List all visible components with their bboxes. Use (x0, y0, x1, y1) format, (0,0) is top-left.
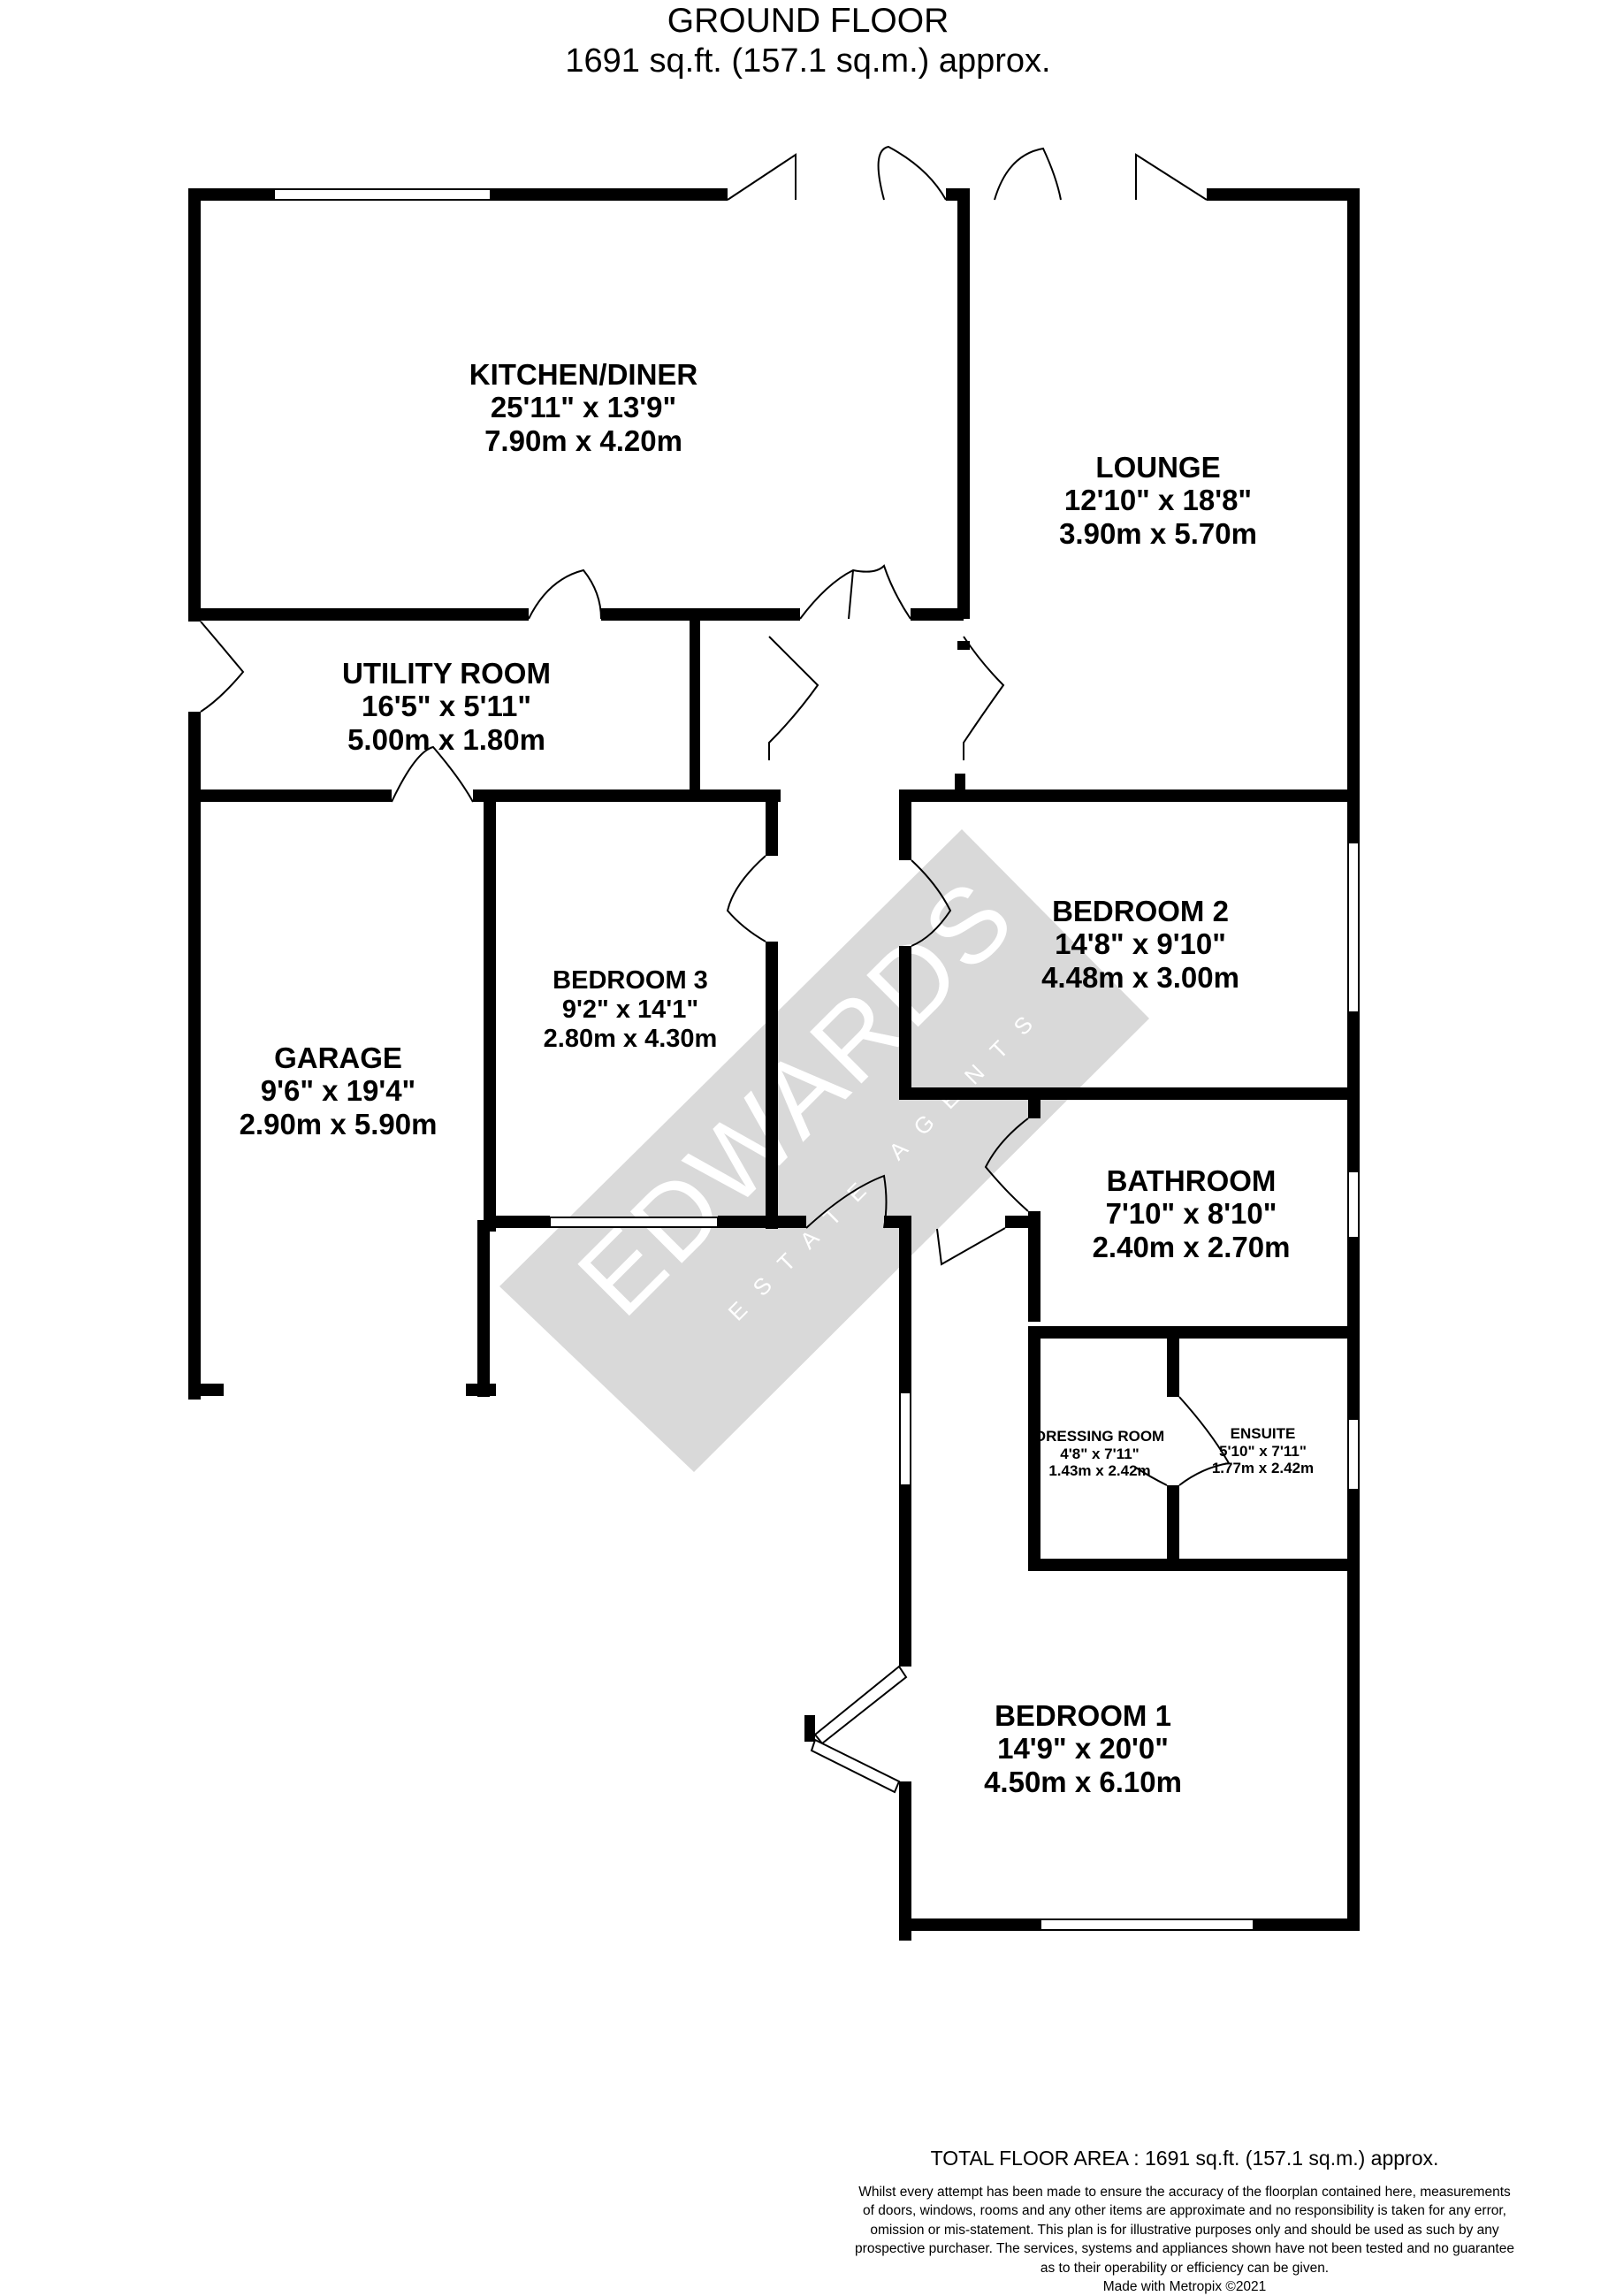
room-name: ENSUITE (1230, 1425, 1296, 1442)
room-utility: UTILITY ROOM 16'5" x 5'11" 5.00m x 1.80m (270, 657, 623, 756)
room-imperial: 14'8" x 9'10" (1055, 927, 1226, 961)
room-metric: 4.48m x 3.00m (1041, 960, 1239, 994)
disclaimer-line: Whilst every attempt has been made to en… (858, 2185, 1511, 2200)
room-bedroom-3: BEDROOM 3 9'2" x 14'1" 2.80m x 4.30m (502, 966, 758, 1053)
room-bathroom: BATHROOM 7'10" x 8'10" 2.40m x 2.70m (1043, 1164, 1339, 1263)
room-metric: 2.80m x 4.30m (543, 1024, 718, 1053)
room-imperial: 9'2" x 14'1" (561, 995, 699, 1024)
room-metric: 2.90m x 5.90m (239, 1107, 438, 1140)
floor-area: 1691 sq.ft. (157.1 sq.m.) approx. (565, 42, 1051, 80)
room-name: LOUNGE (1095, 451, 1221, 484)
disclaimer-line: as to their operability or efficiency ca… (1040, 2260, 1330, 2276)
room-metric: 5.00m x 1.80m (347, 722, 545, 756)
room-imperial: 4'8" x 7'11" (1060, 1445, 1140, 1462)
disclaimer-line: of doors, windows, rooms and any other i… (862, 2203, 1506, 2219)
windows (273, 188, 1360, 1931)
room-imperial: 9'6" x 19'4" (260, 1074, 416, 1108)
room-name: BATHROOM (1106, 1164, 1277, 1197)
room-ensuite: ENSUITE 5'10" x 7'11" 1.77m x 2.42m (1181, 1425, 1345, 1477)
room-imperial: 25'11" x 13'9" (490, 391, 677, 424)
room-garage: GARAGE 9'6" x 19'4" 2.90m x 5.90m (203, 1041, 473, 1140)
room-lounge: LOUNGE 12'10" x 18'8" 3.90m x 5.70m (990, 451, 1326, 550)
room-bedroom-2: BEDROOM 2 14'8" x 9'10" 4.48m x 3.00m (981, 895, 1300, 994)
room-name: GARAGE (274, 1041, 402, 1074)
room-bedroom-1: BEDROOM 1 14'9" x 20'0" 4.50m x 6.10m (924, 1699, 1242, 1798)
walls (188, 188, 1360, 1941)
room-metric: 3.90m x 5.70m (1059, 516, 1257, 550)
doors (200, 145, 1231, 1486)
disclaimer-line: omission or mis-statement. This plan is … (870, 2222, 1499, 2238)
room-kitchen: KITCHEN/DINER 25'11" x 13'9" 7.90m x 4.2… (407, 358, 760, 457)
room-imperial: 5'10" x 7'11" (1219, 1442, 1307, 1460)
room-name: BEDROOM 2 (1052, 895, 1229, 927)
room-metric: 2.40m x 2.70m (1092, 1230, 1291, 1263)
room-metric: 1.43m x 2.42m (1048, 1462, 1151, 1480)
room-imperial: 14'9" x 20'0" (997, 1732, 1169, 1766)
room-name: BEDROOM 3 (553, 966, 708, 995)
room-metric: 7.90m x 4.20m (484, 423, 682, 457)
room-metric: 4.50m x 6.10m (984, 1765, 1182, 1798)
disclaimer-line: prospective purchaser. The services, sys… (855, 2241, 1514, 2257)
room-name: UTILITY ROOM (342, 657, 551, 690)
room-name: BEDROOM 1 (995, 1699, 1171, 1732)
floor-title: GROUND FLOOR (667, 2, 949, 40)
room-imperial: 7'10" x 8'10" (1105, 1197, 1277, 1231)
room-name: DRESSING ROOM (1034, 1428, 1165, 1445)
room-name: KITCHEN/DINER (469, 358, 698, 391)
room-imperial: 12'10" x 18'8" (1063, 484, 1253, 517)
room-metric: 1.77m x 2.42m (1211, 1460, 1315, 1477)
disclaimer: Whilst every attempt has been made to en… (796, 2183, 1574, 2296)
made-with: Made with Metropix ©2021 (1102, 2278, 1267, 2294)
room-imperial: 16'5" x 5'11" (362, 690, 531, 723)
total-floor-area: TOTAL FLOOR AREA : 1691 sq.ft. (157.1 sq… (930, 2147, 1439, 2170)
room-dressing: DRESSING ROOM 4'8" x 7'11" 1.43m x 2.42m (1034, 1428, 1165, 1480)
